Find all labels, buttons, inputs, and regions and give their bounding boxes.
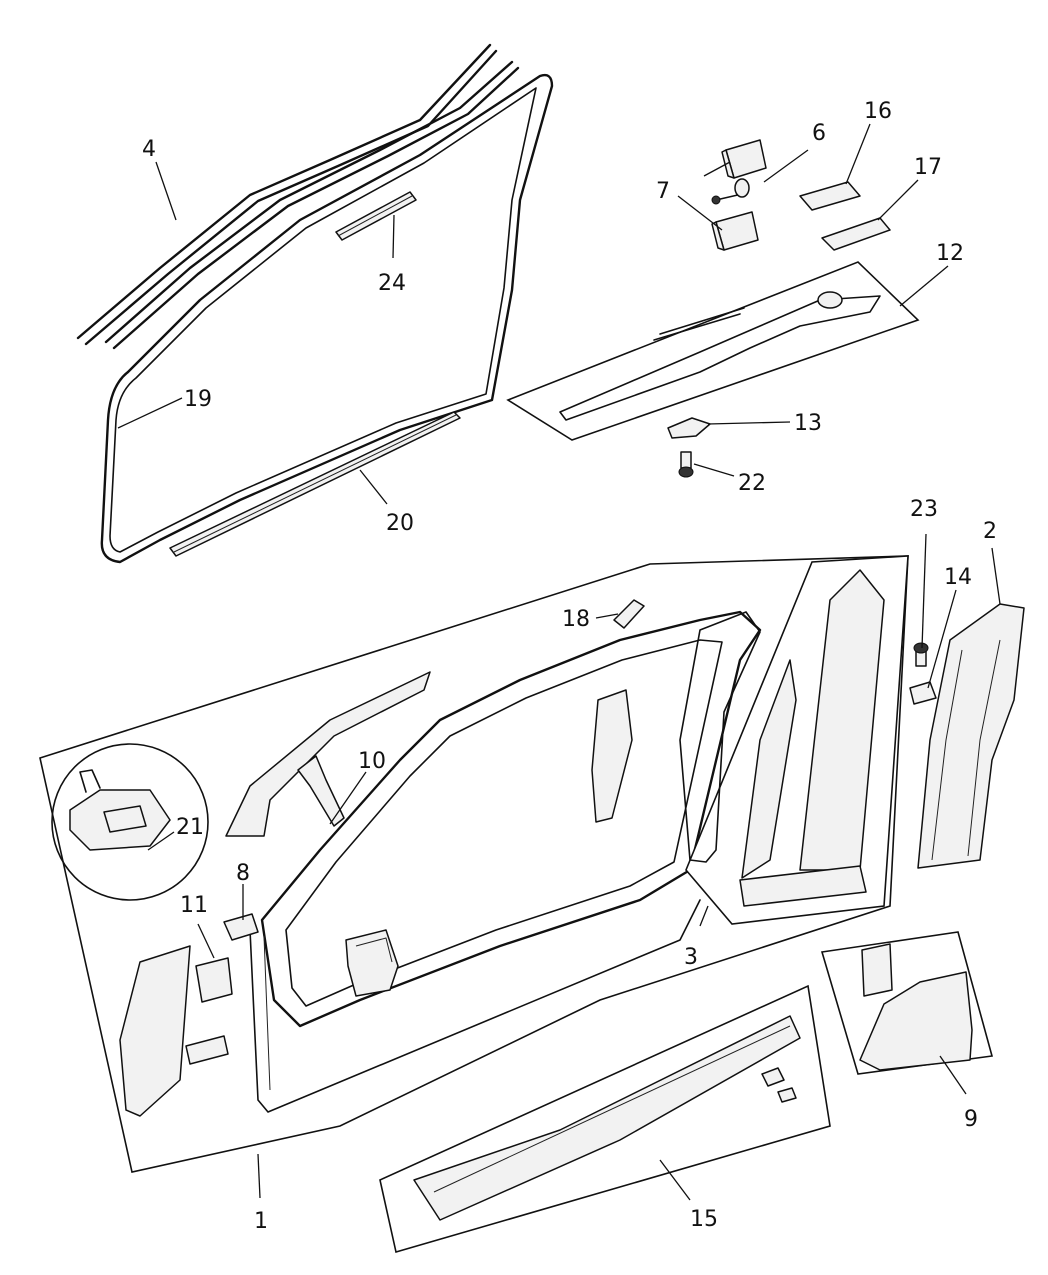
- part-a-pillar-upper: [225, 671, 431, 837]
- part-14-clip: [909, 681, 937, 705]
- callout-11: 11: [180, 893, 208, 918]
- callout-24: 24: [378, 271, 406, 296]
- part-20-sill-molding: [169, 411, 461, 557]
- callout-10: 10: [358, 749, 386, 774]
- callout-12: 12: [936, 241, 964, 266]
- callout-14: 14: [944, 565, 972, 590]
- callout-9: 9: [964, 1107, 978, 1132]
- callout-23: 23: [910, 497, 938, 522]
- part-23-bolt: [913, 642, 929, 667]
- part-3-b-pillar-panel: [679, 555, 909, 925]
- callout-6: 6: [812, 121, 826, 146]
- callout-18: 18: [562, 607, 590, 632]
- callout-2: 2: [983, 519, 997, 544]
- part-11-hinge-reinforcement: [185, 957, 233, 1065]
- part-6-pin: [711, 178, 750, 205]
- callout-8: 8: [236, 861, 250, 886]
- part-7-bracket-upper: [721, 139, 767, 179]
- part-7-bracket-lower: [711, 211, 759, 251]
- part-19-door-weatherstrip: [100, 73, 554, 564]
- callout-22: 22: [738, 471, 766, 496]
- callout-21: 21: [176, 815, 204, 840]
- part-15-rocker-panel: [379, 984, 831, 1254]
- callout-labels: 1 2 3 4 6 7 8 9 10 11 12 13 14 15 16 17 …: [142, 99, 997, 1234]
- part-1-body-side-panel: [39, 555, 909, 1173]
- part-16-pad: [799, 181, 861, 211]
- part-b-pillar-inner-strip: [591, 689, 633, 823]
- part-21-detail-circle: [51, 743, 209, 901]
- callout-17: 17: [914, 155, 942, 180]
- callout-15: 15: [690, 1207, 718, 1232]
- part-9-lower-panel: [820, 931, 994, 1075]
- callout-7: 7: [656, 179, 670, 204]
- part-striker-bracket: [345, 929, 399, 997]
- callout-4: 4: [142, 137, 156, 162]
- callout-20: 20: [386, 511, 414, 536]
- part-10-gusset: [297, 755, 345, 827]
- part-17-pad: [821, 217, 891, 251]
- callout-13: 13: [794, 411, 822, 436]
- part-13-clip: [667, 417, 711, 439]
- callout-19: 19: [184, 387, 212, 412]
- part-2-b-pillar-outer: [917, 603, 1025, 869]
- callout-1: 1: [254, 1209, 268, 1234]
- part-22-bolt: [678, 451, 694, 478]
- callout-16: 16: [864, 99, 892, 124]
- callout-3: 3: [684, 945, 698, 970]
- leader-lines: [117, 123, 1001, 1201]
- part-1-door-aperture: [249, 610, 762, 1113]
- part-12-roof-rail-panel: [506, 261, 920, 441]
- part-18-clip: [613, 599, 645, 629]
- part-4-roof-molding: [76, 43, 520, 350]
- part-front-pillar-reinforcement: [119, 945, 191, 1117]
- part-24-glass-run-channel: [335, 191, 417, 241]
